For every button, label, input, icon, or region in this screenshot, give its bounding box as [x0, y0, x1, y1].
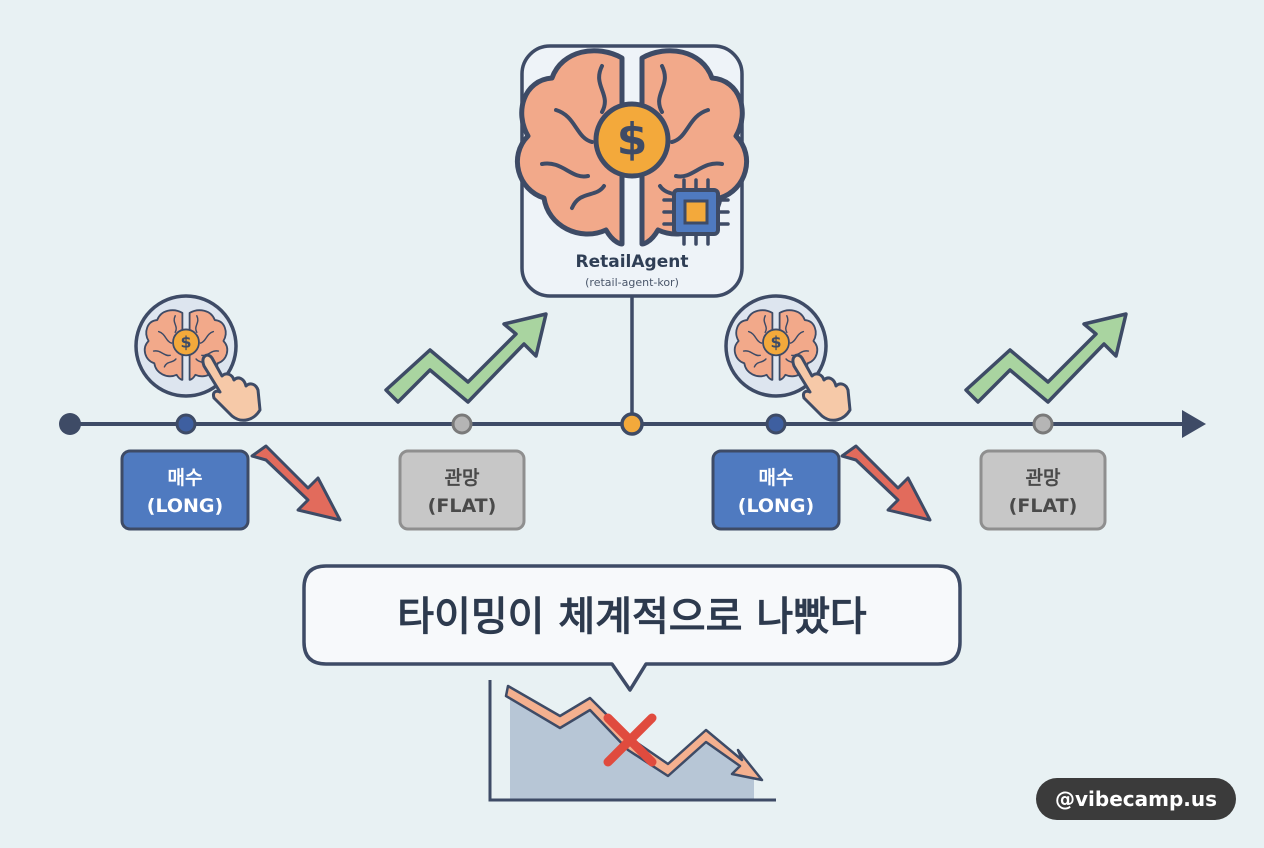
position-label-english: (FLAT): [428, 495, 497, 517]
chart-axes: [488, 680, 776, 802]
watermark-badge: @vibecamp.us: [1036, 778, 1236, 820]
agent-timeline-node: [620, 412, 644, 436]
timeline-node: [1032, 413, 1054, 435]
position-label-english: (LONG): [738, 495, 814, 517]
decision-event-2: 관망 (FLAT): [384, 312, 548, 531]
decision-event-4: 관망 (FLAT): [964, 312, 1128, 531]
decision-event-1: 매수 (LONG): [120, 296, 342, 531]
arrow-trend-up-icon: [964, 312, 1128, 404]
position-label-korean: 매수: [168, 467, 203, 489]
position-label-english: (FLAT): [1009, 495, 1078, 517]
brain-dollar-hand-icon: [136, 296, 260, 420]
agent-name: RetailAgent: [576, 252, 689, 272]
agent-card: RetailAgent (retail-agent-kor): [517, 44, 746, 298]
arrow-trend-down-icon: [250, 444, 342, 522]
declining-chart-icon: [488, 680, 776, 802]
position-label-english: (LONG): [147, 495, 223, 517]
callout-text: 타이밍이 체계적으로 나빴다: [397, 594, 867, 640]
arrow-trend-down-icon: [840, 444, 932, 522]
position-box-long: [120, 449, 250, 531]
timeline-node: [451, 413, 473, 435]
position-box-flat: [979, 449, 1107, 531]
position-box-long: [711, 449, 841, 531]
decision-event-3: 매수 (LONG): [711, 296, 932, 531]
timeline-node: [175, 413, 197, 435]
position-box-flat: [398, 449, 526, 531]
position-label-korean: 관망: [445, 467, 480, 489]
timeline-arrowhead: [1182, 410, 1206, 438]
callout-bubble: 타이밍이 체계적으로 나빴다: [302, 564, 962, 692]
arrow-trend-up-icon: [384, 312, 548, 404]
position-label-korean: 관망: [1026, 467, 1061, 489]
agent-id: (retail-agent-kor): [585, 276, 679, 289]
timeline-start-node: [59, 413, 81, 435]
cross-mark-icon: [603, 713, 657, 767]
position-label-korean: 매수: [759, 467, 794, 489]
brain-dollar-hand-icon: [726, 296, 850, 420]
brain-dollar-chip-icon: [517, 51, 746, 244]
callout-frame: [302, 564, 962, 692]
timeline-node: [765, 413, 787, 435]
